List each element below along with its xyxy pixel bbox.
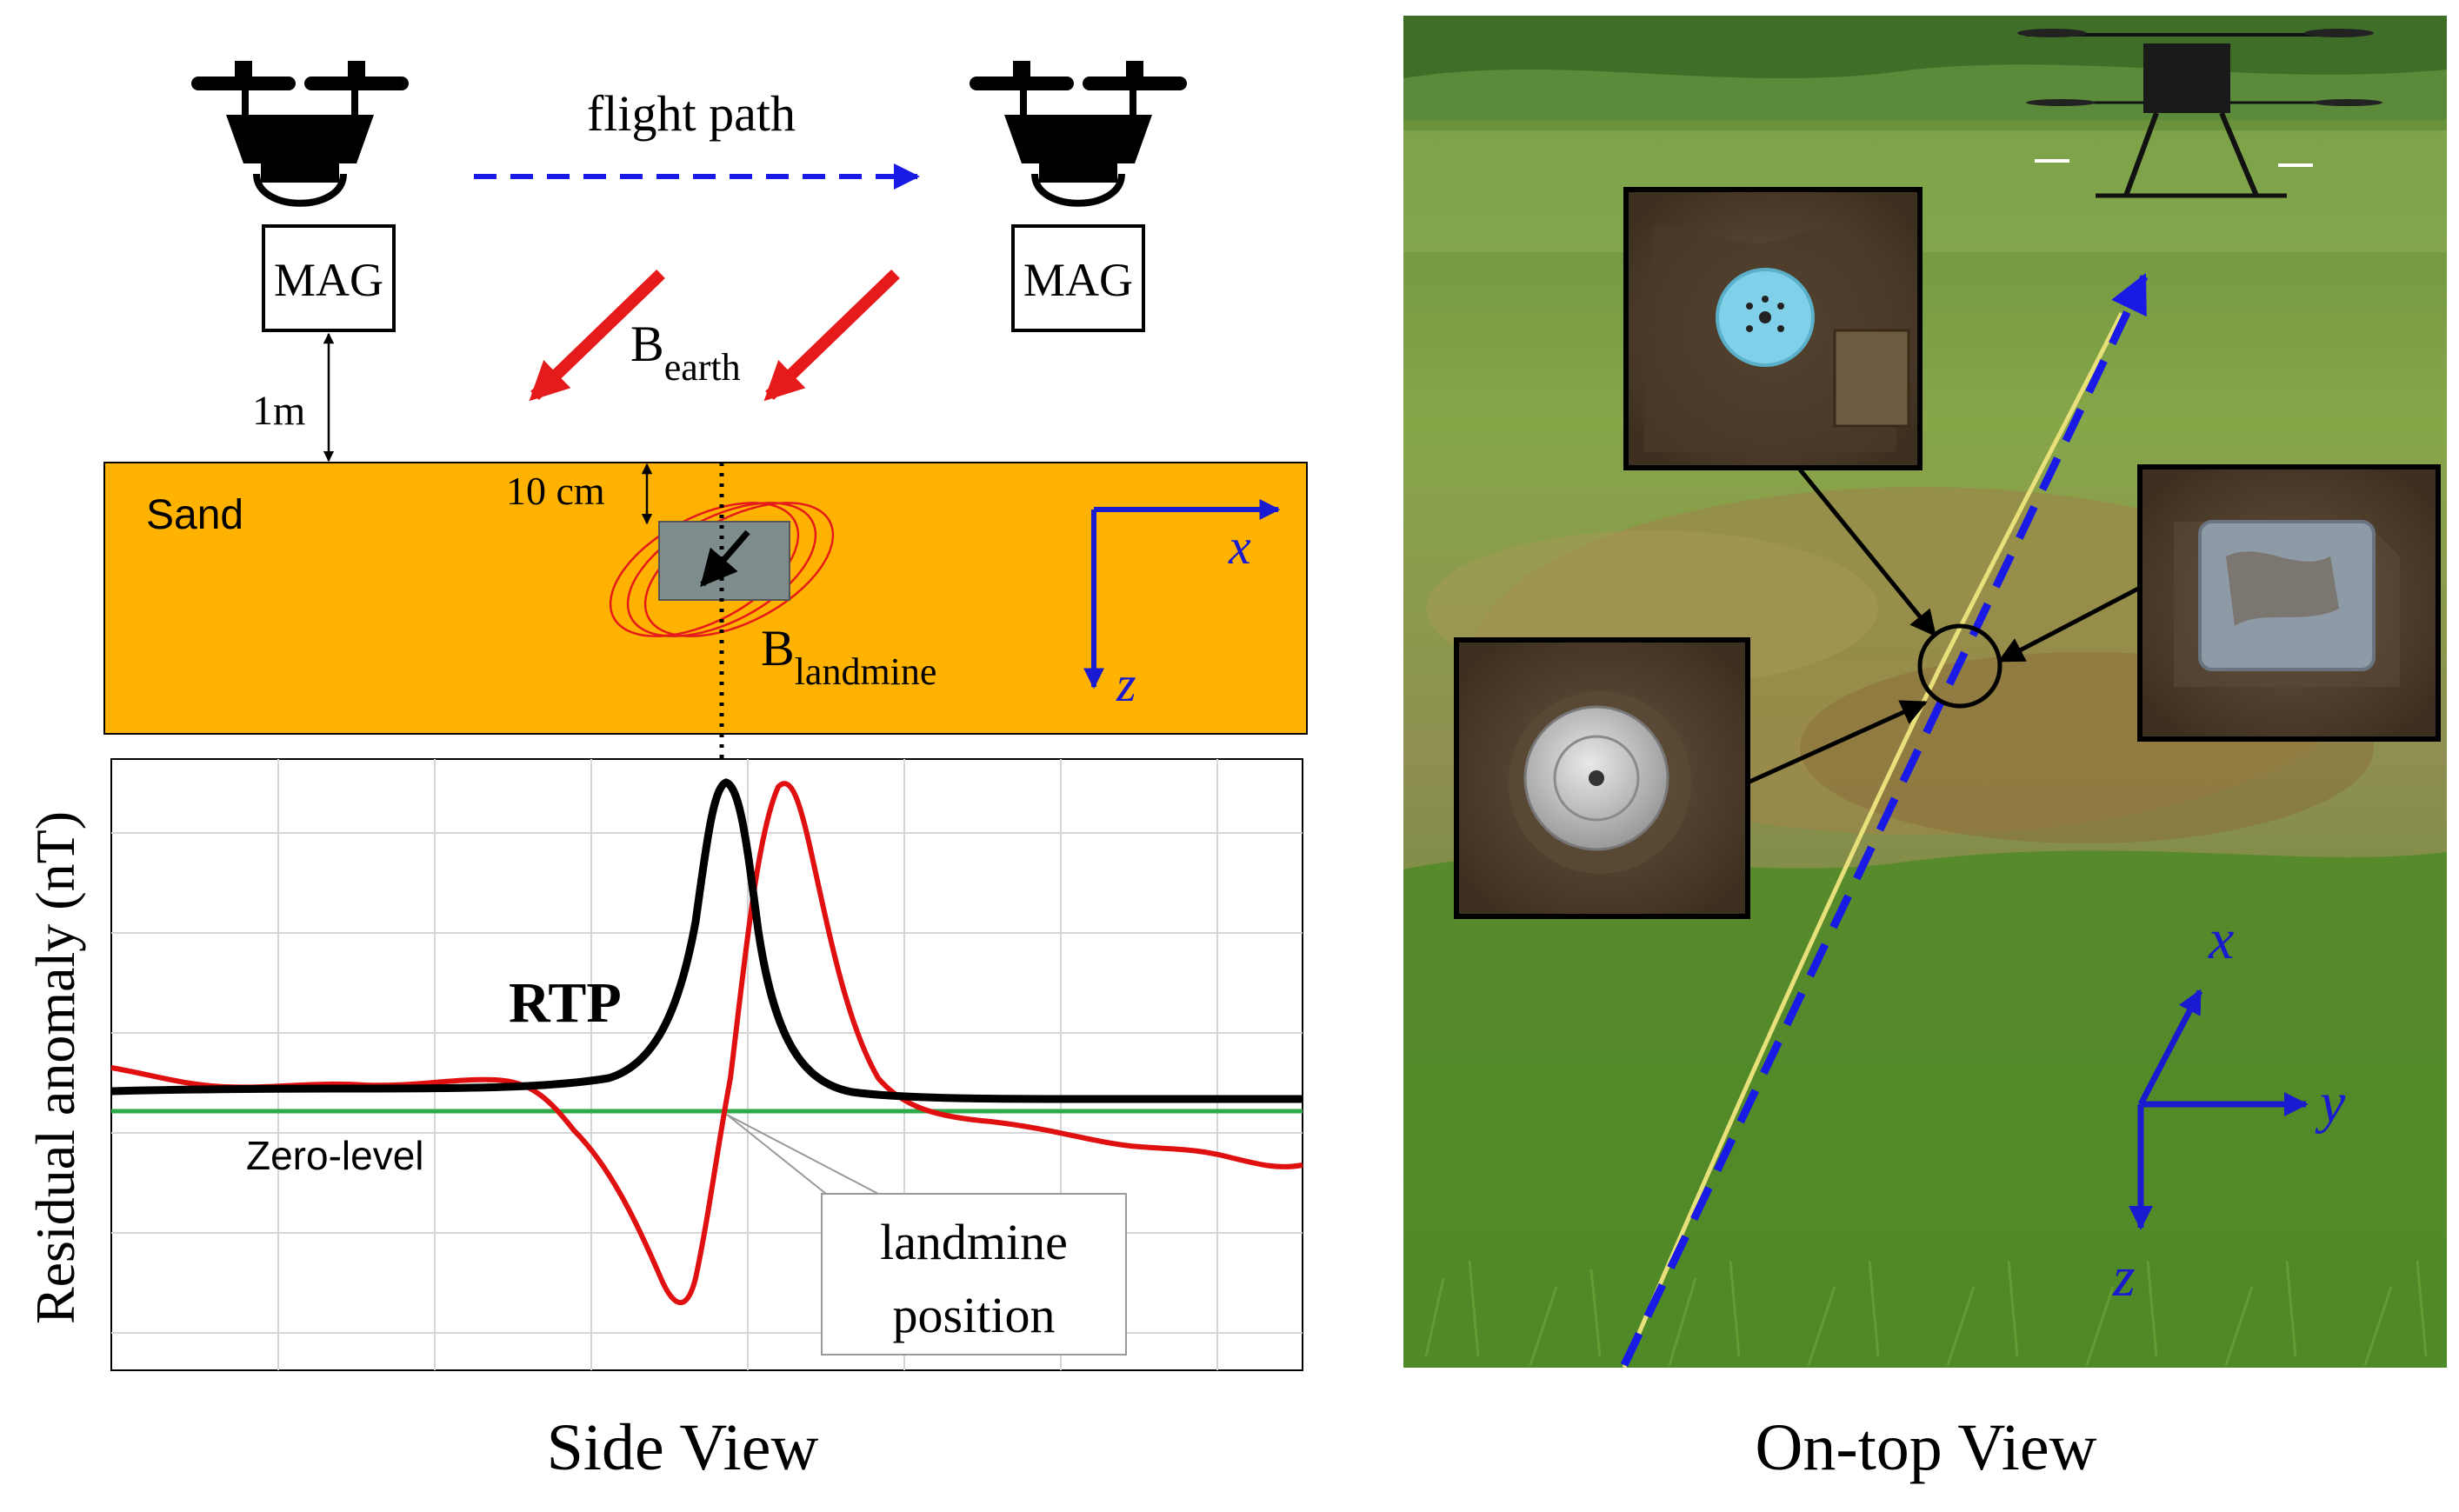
b-landmine-label: Blandmine (761, 620, 936, 693)
landmine-icon (609, 502, 835, 637)
b-earth-main: B (630, 316, 664, 372)
raw-anomaly-curve (110, 781, 1303, 1306)
photo-inset-round-mine (1454, 637, 1750, 919)
magnetometer-right-label: MAG (1023, 254, 1133, 306)
top-axes (2129, 989, 2309, 1230)
inset-arrow-blue (1798, 468, 1936, 637)
top-view-caption: On-top View (1756, 1411, 2097, 1484)
b-earth-sub: earth (664, 346, 741, 389)
top-axis-y-label: y (2315, 1071, 2346, 1135)
landmine-position-callout-leader (726, 1114, 879, 1195)
inset-arrow-round (1746, 700, 1928, 785)
magnetometer-left-label: MAG (274, 254, 383, 306)
inset-arrow-square (1997, 585, 2142, 663)
y-axis-label: Residual anomaly (nT) (24, 811, 86, 1324)
drone-left-icon (191, 61, 409, 207)
photo-inset-square-mine (2137, 464, 2441, 742)
magnetometer-right-box (1011, 224, 1145, 332)
photo-flight-path (1620, 272, 2149, 1367)
rtp-label: RTP (509, 971, 622, 1035)
callout-line-2: position (893, 1287, 1056, 1343)
b-earth-arrow-left (529, 269, 665, 402)
b-landmine-main: B (761, 620, 795, 676)
side-axis-z-label: z (1116, 656, 1136, 712)
flight-path-label: flight path (587, 85, 796, 142)
b-earth-arrow-right (763, 269, 900, 402)
callout-line-1: landmine (880, 1214, 1068, 1270)
top-axis-z-label: z (2112, 1245, 2136, 1309)
magnetometer-left-box (262, 224, 396, 332)
top-axis-x-label: x (2208, 908, 2234, 971)
landmine-position-callout (821, 1193, 1127, 1355)
altitude-label: 1m (252, 388, 305, 434)
rtp-curve (110, 778, 1303, 1103)
side-axis-x-label: x (1228, 518, 1251, 575)
photo-drone-icon (2017, 29, 2382, 198)
field-photo (1403, 16, 2447, 1368)
zero-level-label: Zero-level (246, 1133, 424, 1178)
side-axes (1083, 499, 1281, 689)
sand-label: Sand (146, 492, 243, 538)
side-view-caption: Side View (547, 1411, 819, 1484)
landmine-location-circle (1917, 623, 2003, 709)
depth-label: 10 cm (506, 469, 605, 513)
drone-right-icon (970, 61, 1187, 207)
photo-inset-blue-mine (1623, 187, 1923, 470)
b-landmine-sub: landmine (795, 650, 937, 693)
b-earth-label: Bearth (630, 316, 741, 389)
